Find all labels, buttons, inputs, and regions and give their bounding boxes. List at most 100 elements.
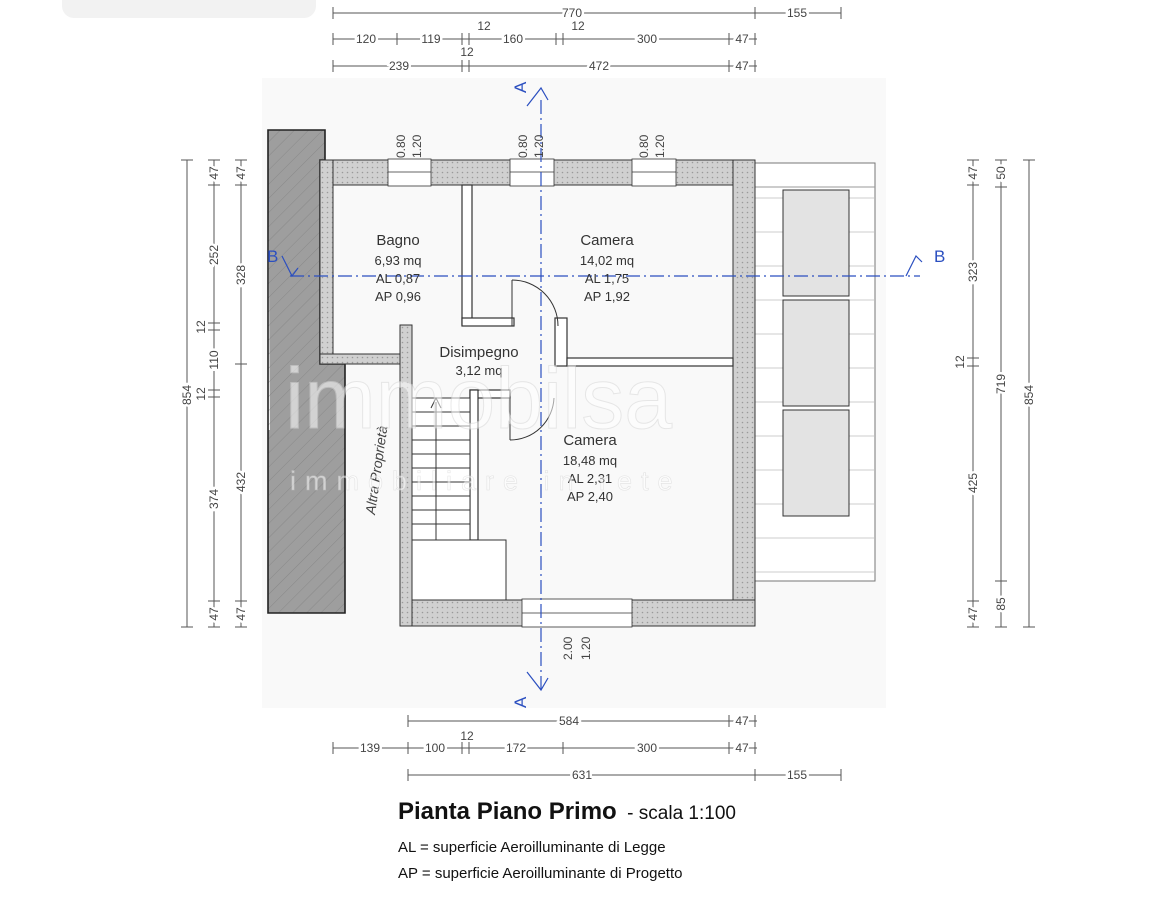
- dim-label: 631: [572, 768, 592, 782]
- room-ap: AP 0,96: [375, 289, 421, 304]
- planter: [782, 189, 850, 297]
- plan-scale: - scala 1:100: [627, 803, 736, 824]
- dim-label: 47: [207, 166, 221, 180]
- bottom-dimension-labels: 584 47 139 100 12 172 300 47 631 155: [357, 712, 809, 785]
- dim-label: 12: [571, 19, 585, 33]
- section-label-a-bottom: A: [511, 696, 530, 708]
- dim-label: 100: [425, 741, 445, 755]
- dim-label: 300: [637, 32, 657, 46]
- dim-label: 12: [194, 320, 208, 334]
- top-dimensions: [332, 7, 842, 72]
- dim-label: 770: [562, 6, 582, 20]
- dim-label: 12: [460, 729, 474, 743]
- background-tab: [62, 0, 316, 18]
- room-name: Camera: [563, 432, 617, 449]
- room-bagno: Bagno 6,93 mq AL 0,87 AP 0,96: [375, 232, 422, 304]
- dim-label: 47: [207, 607, 221, 621]
- room-camera-2: Camera 18,48 mq AL 2,31 AP 2,40: [563, 432, 617, 504]
- dim-label: 425: [966, 473, 980, 493]
- room-al: AL 2,31: [568, 471, 612, 486]
- dim-label: 47: [735, 32, 749, 46]
- watermark: immobilsa immobiliare in rete: [285, 351, 682, 497]
- dim-label: 719: [994, 374, 1008, 394]
- room-name: Disimpegno: [439, 344, 518, 361]
- dim-label: 12: [477, 19, 491, 33]
- dim-label: 432: [234, 472, 248, 492]
- dim-label: 155: [787, 6, 807, 20]
- left-dimensions: [181, 159, 247, 628]
- dim-label: 160: [503, 32, 523, 46]
- room-name: Bagno: [376, 232, 419, 249]
- room-disimpegno: Disimpegno 3,12 mq: [439, 344, 518, 378]
- planter: [782, 299, 850, 407]
- dim-label: 85: [994, 597, 1008, 611]
- dim-label: 119: [421, 32, 440, 46]
- terrace: [754, 162, 876, 582]
- right-dimensions: [967, 159, 1035, 628]
- dim-label: 374: [207, 489, 221, 509]
- dim-label: 239: [389, 59, 409, 73]
- dim-label: 155: [787, 768, 807, 782]
- section-lines: [281, 86, 923, 692]
- room-name: Camera: [580, 232, 634, 249]
- right-dimension-labels: 47 323 12 425 47 50 719 85 854: [953, 164, 1039, 624]
- section-label-a-top: A: [511, 81, 530, 93]
- section-label-b-left: B: [267, 247, 278, 266]
- dim-label: 12: [460, 45, 474, 59]
- dim-label: 172: [506, 741, 526, 755]
- dim-label: 328: [234, 265, 248, 285]
- bottom-dimensions: [332, 715, 842, 781]
- dim-label: 110: [207, 350, 221, 369]
- dim-label: 120: [356, 32, 376, 46]
- top-dimension-labels: 770 155 120 119 12 160 12 300 47 239 12 …: [353, 4, 809, 76]
- room-ap: AP 1,92: [584, 289, 630, 304]
- window-dim: 0.80: [637, 134, 651, 158]
- window-dim: 1.20: [532, 134, 546, 158]
- dim-label: 472: [589, 59, 609, 73]
- watermark-main: immobilsa: [285, 351, 672, 447]
- plan-title: Pianta Piano Primo: [398, 798, 617, 825]
- windows: [387, 158, 677, 628]
- section-label-b-right: B: [934, 247, 945, 266]
- window-dim: 0.80: [394, 134, 408, 158]
- dim-label: 300: [637, 741, 657, 755]
- dim-label: 47: [234, 166, 248, 180]
- dim-label: 584: [559, 714, 579, 728]
- left-dimension-labels: 854 47 252 12 110 12 374 47 47 328 432 4…: [178, 164, 251, 624]
- dim-label: 139: [360, 741, 380, 755]
- room-al: AL 0,87: [376, 271, 420, 286]
- room-ap: AP 2,40: [567, 489, 613, 504]
- dim-label: 12: [194, 387, 208, 401]
- dim-label: 252: [207, 245, 221, 265]
- room-camera-1: Camera 14,02 mq AL 1,75 AP 1,92: [580, 232, 634, 304]
- window-dim: 1.20: [653, 134, 667, 158]
- doors: [509, 279, 559, 441]
- neighbour-property: Altra Proprietà: [267, 129, 390, 614]
- window-dimensions: 0.80 1.20 0.80 1.20 0.80 1.20 2.00 1.20: [394, 134, 667, 660]
- window-dim: 1.20: [579, 636, 593, 660]
- dim-label: 323: [966, 262, 980, 282]
- dim-label: 47: [735, 714, 749, 728]
- room-area: 14,02 mq: [580, 253, 634, 268]
- room-area: 18,48 mq: [563, 453, 617, 468]
- dim-label: 47: [966, 607, 980, 621]
- window-dim: 1.20: [410, 134, 424, 158]
- dim-label: 47: [234, 607, 248, 621]
- dim-label: 50: [994, 166, 1008, 180]
- room-area: 3,12 mq: [456, 363, 503, 378]
- watermark-sub: immobiliare in rete: [290, 466, 682, 496]
- planter: [782, 409, 850, 517]
- dim-label: 47: [966, 166, 980, 180]
- dim-label: 47: [735, 59, 749, 73]
- legend-al: AL = superficie Aeroilluminante di Legge: [398, 839, 666, 856]
- dim-label: 12: [953, 355, 967, 369]
- interior-walls: [461, 184, 734, 541]
- window-dim: 0.80: [516, 134, 530, 158]
- staircase: [411, 396, 507, 601]
- room-al: AL 1,75: [585, 271, 629, 286]
- plan-caption: Pianta Piano Primo - scala 1:100: [398, 798, 736, 826]
- window-dim: 2.00: [561, 636, 575, 660]
- dim-label: 47: [735, 741, 749, 755]
- dim-label: 854: [1022, 385, 1036, 405]
